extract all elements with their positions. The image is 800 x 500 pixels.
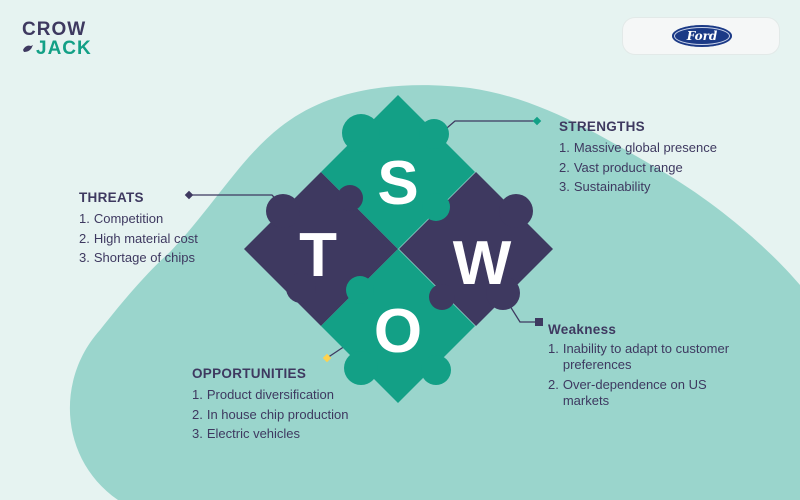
- letter-o: O: [374, 297, 422, 366]
- list-item: 2.In house chip production: [192, 406, 349, 422]
- opportunities-section: OPPORTUNITIES 1.Product diversification …: [192, 366, 349, 444]
- bird-icon: [23, 45, 33, 52]
- weakness-marker: [535, 318, 543, 326]
- strengths-list: 1.Massive global presence 2.Vast product…: [559, 138, 717, 197]
- threats-title: THREATS: [79, 190, 144, 205]
- weakness-title: Weakness: [548, 322, 617, 337]
- list-item: 1.Massive global presence: [559, 140, 717, 155]
- weakness-section: Weakness 1.Inability to adapt to custome…: [548, 322, 738, 413]
- letter-s: S: [377, 149, 418, 218]
- weakness-list: 1.Inability to adapt to customer prefere…: [548, 341, 738, 409]
- list-item: 3.Sustainability: [559, 179, 651, 194]
- list-item: 3.Shortage of chips: [79, 250, 196, 265]
- threats-section: THREATS 1.Competition 2.High material co…: [79, 190, 198, 268]
- list-item: 3.Electric vehicles: [192, 426, 301, 441]
- list-item: 1.Product diversification: [192, 387, 335, 402]
- threats-list: 1.Competition 2.High material cost 3.Sho…: [79, 209, 198, 268]
- strengths-section: STRENGTHS 1.Massive global presence 2.Va…: [559, 119, 717, 197]
- logo-crow: CROW: [22, 19, 87, 40]
- list-item: 1.Competition: [79, 211, 164, 226]
- list-item: 2.High material cost: [79, 230, 198, 246]
- knob-s-w: [422, 193, 450, 221]
- strengths-title: STRENGTHS: [559, 119, 645, 134]
- knob-t-s: [337, 185, 363, 211]
- logo-jack: JACK: [36, 38, 92, 59]
- letter-w: W: [453, 229, 512, 298]
- knob-w-o: [429, 284, 455, 310]
- opportunities-list: 1.Product diversification 2.In house chi…: [192, 385, 349, 444]
- brand-badge: Ford: [623, 18, 779, 54]
- opportunities-title: OPPORTUNITIES: [192, 366, 307, 381]
- knob-o-t: [346, 276, 374, 304]
- ford-logo: Ford: [672, 25, 732, 47]
- threats-marker: [184, 190, 194, 200]
- letter-t: T: [299, 221, 337, 290]
- opportunities-marker: [322, 353, 332, 363]
- list-item: 1.Inability to adapt to customer prefere…: [548, 341, 730, 372]
- list-item: 2.Over-dependence on US markets: [548, 377, 707, 408]
- list-item: 2.Vast product range: [559, 159, 683, 175]
